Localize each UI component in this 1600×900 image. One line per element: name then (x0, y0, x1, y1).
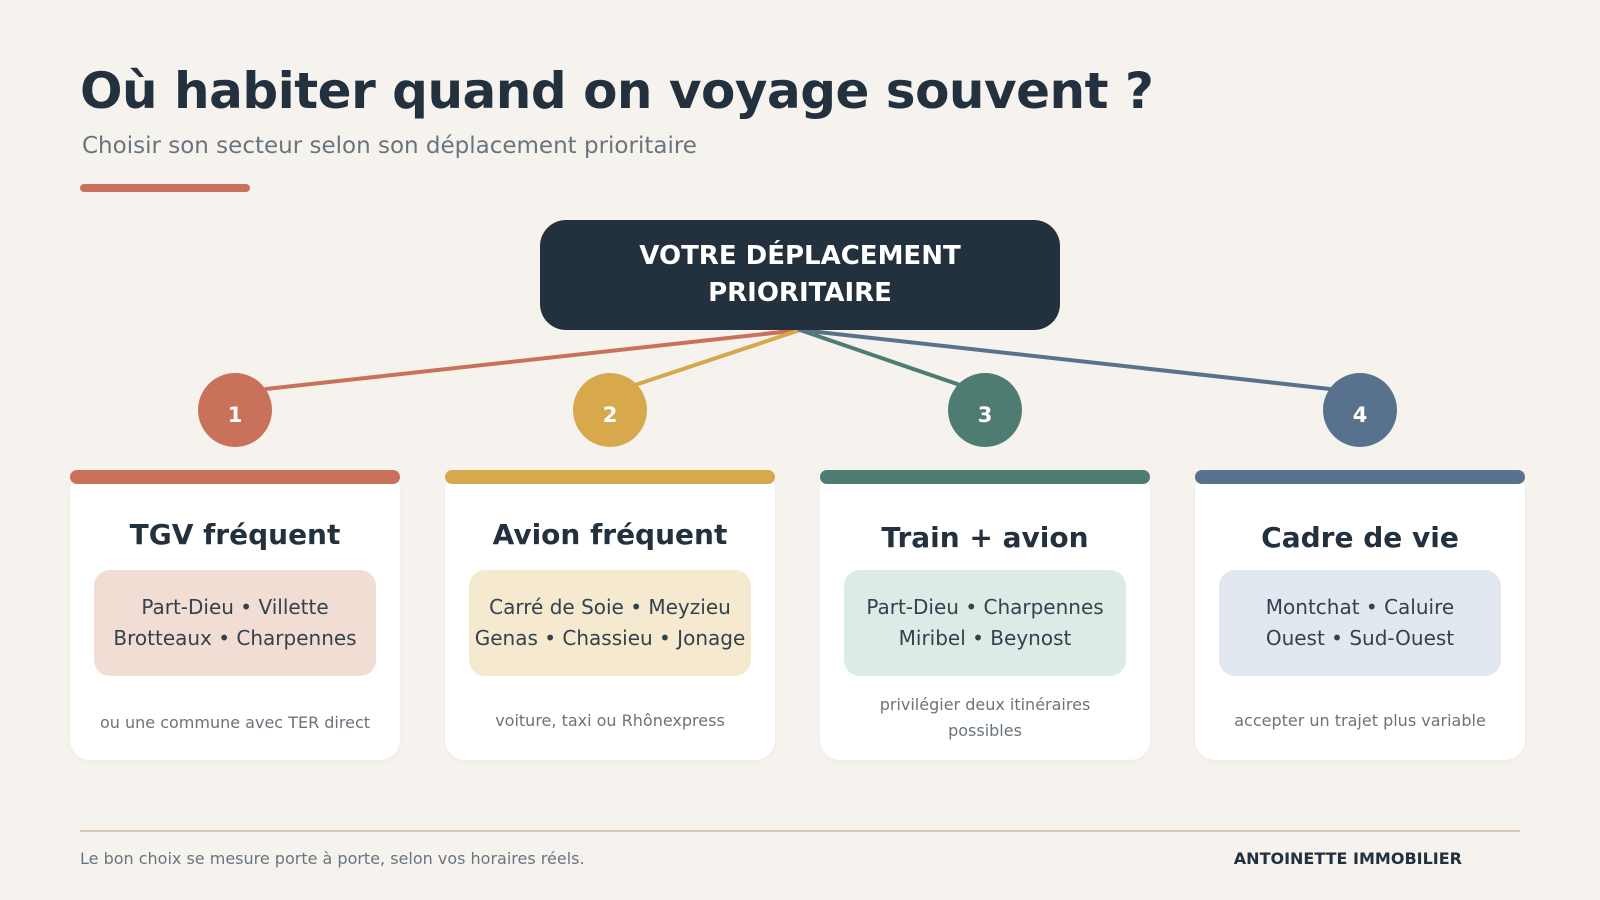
card-note: ou une commune avec TER direct (99, 713, 371, 732)
footer-divider (80, 830, 1520, 832)
card-title: Train + avion (881, 521, 1089, 554)
card-areas-line-1: Part-Dieu • Villette (141, 595, 329, 619)
card-top-bar (70, 470, 400, 484)
connector-4 (798, 328, 1332, 391)
option-card-train-avion: Train + avion Part-Dieu • Charpennes Mir… (820, 470, 1150, 760)
card-title: Cadre de vie (1261, 521, 1459, 554)
page-subtitle: Choisir son secteur selon son déplacemen… (82, 133, 697, 159)
card-areas: Montchat • Caluire Ouest • Sud-Ouest (1219, 570, 1501, 676)
card-areas-line-1: Part-Dieu • Charpennes (866, 595, 1104, 619)
card-areas-line-2: Miribel • Beynost (898, 626, 1072, 650)
card-title: Avion fréquent (492, 518, 728, 551)
card-top-bar (445, 470, 775, 484)
step-badge-1: 1 (198, 373, 272, 447)
option-card-tgv: TGV fréquent Part-Dieu • Villette Brotte… (70, 470, 400, 760)
connector-2 (633, 328, 802, 387)
title-accent-bar (80, 184, 250, 192)
option-card-avion: Avion fréquent Carré de Soie • Meyzieu G… (445, 470, 775, 760)
card-title: TGV fréquent (129, 518, 341, 551)
connector-1 (264, 328, 802, 391)
card-areas: Carré de Soie • Meyzieu Genas • Chassieu… (469, 570, 751, 676)
card-areas-line-2: Genas • Chassieu • Jonage (474, 626, 746, 650)
option-card-cadre-de-vie: Cadre de vie Montchat • Caluire Ouest • … (1195, 470, 1525, 760)
footer-note: Le bon choix se mesure porte à porte, se… (80, 849, 585, 868)
step-badge-3: 3 (948, 373, 1022, 447)
card-areas: Part-Dieu • Villette Brotteaux • Charpen… (94, 570, 376, 676)
central-node-label: VOTRE DÉPLACEMENT PRIORITAIRE (639, 241, 961, 308)
card-note: accepter un trajet plus variable (1234, 711, 1486, 730)
card-areas-line-1: Montchat • Caluire (1265, 595, 1455, 619)
card-areas-line-2: Brotteaux • Charpennes (113, 626, 357, 650)
central-node: VOTRE DÉPLACEMENT PRIORITAIRE (540, 220, 1060, 330)
footer-brand: ANTOINETTE IMMOBILIER (1233, 849, 1462, 868)
card-areas-line-1: Carré de Soie • Meyzieu (489, 595, 731, 619)
card-top-bar (1195, 470, 1525, 484)
page-title: Où habiter quand on voyage souvent ? (80, 62, 1154, 120)
step-badge-4: 4 (1323, 373, 1397, 447)
step-badge-2: 2 (573, 373, 647, 447)
card-note: voiture, taxi ou Rhônexpress (495, 711, 725, 730)
card-areas-line-2: Ouest • Sud-Ouest (1265, 626, 1455, 650)
card-areas: Part-Dieu • Charpennes Miribel • Beynost (844, 570, 1126, 676)
connector-3 (798, 328, 962, 387)
card-note: privilégier deux itinéraires possibles (879, 695, 1091, 740)
card-top-bar (820, 470, 1150, 484)
